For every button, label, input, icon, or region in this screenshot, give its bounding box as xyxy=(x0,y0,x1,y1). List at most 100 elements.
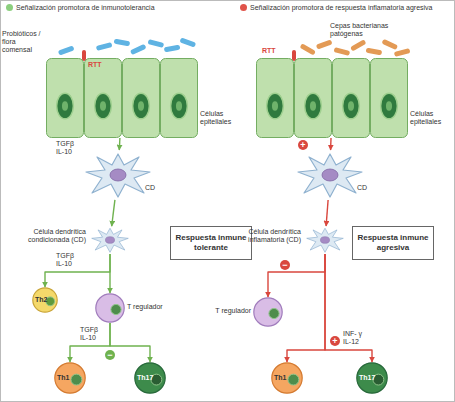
nucleolus xyxy=(272,101,278,111)
nucleolus xyxy=(62,101,68,111)
probiotic-rod xyxy=(179,37,196,47)
effect-sign: − xyxy=(280,260,290,270)
nucleolus xyxy=(100,101,106,111)
signal-arrow xyxy=(325,254,372,362)
t-cell: Th17 xyxy=(356,362,388,394)
probiotic-rod xyxy=(96,42,113,51)
lymphocyte-body xyxy=(135,363,165,393)
epithelial-cell xyxy=(257,59,294,138)
nucleolus xyxy=(386,101,392,111)
cell-nucleus xyxy=(305,93,322,119)
probiotic-rod xyxy=(114,39,131,47)
pathogen-rod xyxy=(381,39,398,50)
response-box: Respuesta inmune tolerante xyxy=(170,226,252,260)
nucleolus xyxy=(310,101,316,111)
dendritic-cell-body xyxy=(307,228,344,252)
cell-nucleus xyxy=(57,93,74,119)
effect-sign: + xyxy=(330,336,340,346)
cell-label: Th17 xyxy=(137,374,153,382)
epithelial-cell xyxy=(123,59,160,138)
t-cell: Th1 xyxy=(54,362,86,394)
epithelial-cell xyxy=(85,59,122,138)
probiotic-rod xyxy=(147,39,164,48)
legend-text: Señalización promotora de respuesta infl… xyxy=(250,4,455,12)
signal-arrow xyxy=(330,138,332,150)
t-cell: Th2 xyxy=(32,287,58,313)
epithelial-cell xyxy=(47,59,84,138)
cell-label: T regulador xyxy=(127,303,171,311)
cell-nucleus xyxy=(343,93,360,119)
lymphocyte-shape xyxy=(253,297,283,327)
probiotic-rod xyxy=(164,45,181,53)
dendritic-cell-shape xyxy=(90,226,130,254)
annotation-label: RTT xyxy=(262,47,286,55)
cell-nucleus xyxy=(111,304,121,314)
dendritic-cell: Célula dendrítica inflamatoria (CD) xyxy=(305,226,345,254)
cell-label: Th1 xyxy=(57,374,69,382)
nucleolus xyxy=(348,101,354,111)
epithelial-cell xyxy=(333,59,370,138)
dendritic-cell: CD xyxy=(83,150,153,200)
epithelial-cell xyxy=(161,59,198,138)
cell-label: Células epiteliales xyxy=(410,110,454,126)
cytokine-label: TGFβ IL-10 xyxy=(56,252,80,268)
cytokine-label: INF- γ IL-12 xyxy=(343,330,369,346)
dendritic-cell-shape xyxy=(295,150,365,200)
cell-label: Célula dendrítica condicionada (CD) xyxy=(18,228,86,244)
t-cell: T regulador xyxy=(253,297,283,327)
epithelium-shape xyxy=(46,58,198,138)
pathogen-rod xyxy=(333,47,350,56)
cell-nucleus xyxy=(320,237,329,244)
lymphocyte-shape xyxy=(95,293,125,323)
dendritic-cell-shape xyxy=(305,226,345,254)
effect-sign: − xyxy=(105,350,115,360)
cell-label: CD xyxy=(145,184,159,192)
rtt-marker xyxy=(292,50,296,61)
dendritic-cell: Célula dendrítica condicionada (CD) xyxy=(90,226,130,254)
cell-label: Células epiteliales xyxy=(200,110,244,126)
nucleolus xyxy=(176,101,182,111)
signal-arrow xyxy=(268,254,325,297)
probiotic-rod xyxy=(130,44,147,55)
cell-nucleus xyxy=(95,93,112,119)
t-cell: Th17 xyxy=(134,362,166,394)
cytokine-label: TGFβ IL-10 xyxy=(56,140,80,156)
cell-nucleus xyxy=(269,308,279,318)
cell-label: Th1 xyxy=(274,374,286,382)
response-box: Respuesta inmune agresiva xyxy=(352,226,434,260)
signal-arrow xyxy=(112,200,115,226)
dendritic-cell-body xyxy=(86,154,150,197)
lymphocyte-body xyxy=(55,363,85,393)
t-cell: Th1 xyxy=(271,362,303,394)
signal-arrow xyxy=(119,138,121,150)
signal-arrow xyxy=(109,254,110,293)
cell-label: Th2 xyxy=(35,296,47,304)
effect-sign: + xyxy=(298,140,308,150)
cell-label: Th17 xyxy=(359,374,375,382)
legend-swatch xyxy=(240,4,247,11)
signal-arrow xyxy=(287,254,325,362)
cell-label: Célula dendrítica inflamatoria (CD) xyxy=(233,228,301,244)
epithelium-band: Células epiteliales xyxy=(46,58,198,138)
signal-arrow xyxy=(326,200,328,226)
legend-swatch xyxy=(6,4,13,11)
dendritic-cell-body xyxy=(92,228,129,252)
legend-text: Señalización promotora de inmunotoleranc… xyxy=(16,4,236,12)
lymphocyte-body xyxy=(272,363,302,393)
response-text: Respuesta inmune agresiva xyxy=(355,233,431,253)
response-text: Respuesta inmune tolerante xyxy=(173,233,249,253)
cell-nucleus xyxy=(267,93,284,119)
signal-arrow xyxy=(110,323,150,362)
annotation-label: Probióticos / flora comensal xyxy=(2,30,46,54)
cell-nucleus xyxy=(110,169,126,181)
cytokine-label: TGFβ IL-10 xyxy=(80,326,104,342)
signal-arrow xyxy=(45,254,110,287)
pathogen-rod xyxy=(366,48,383,56)
probiotic-rod xyxy=(58,45,75,55)
lymphocyte-body xyxy=(357,363,387,393)
annotation-label: Cepas bacterianas patógenas xyxy=(330,22,420,38)
dendritic-cell-body xyxy=(298,154,362,197)
epithelial-cell xyxy=(295,59,332,138)
